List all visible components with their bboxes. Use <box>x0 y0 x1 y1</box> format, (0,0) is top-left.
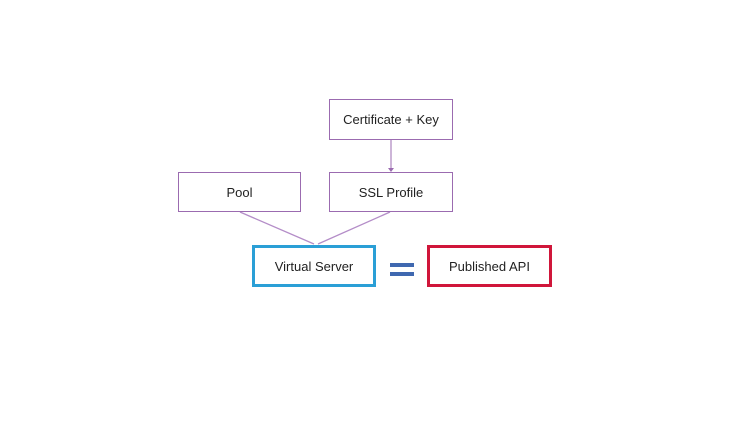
published-api-node: Published API <box>427 245 552 287</box>
node-label: Published API <box>449 258 530 274</box>
arrowhead-icon <box>388 168 394 172</box>
equals-icon-bottom <box>390 272 414 276</box>
equals-icon-top <box>390 263 414 267</box>
virtual-server-node: Virtual Server <box>252 245 376 287</box>
certificate-key-node: Certificate + Key <box>329 99 453 140</box>
edge-pool-to-vs <box>239 211 315 245</box>
node-label: Virtual Server <box>274 258 354 274</box>
node-label: Certificate + Key <box>343 112 439 127</box>
edge-ssl-to-vs <box>317 211 391 245</box>
pool-node: Pool <box>178 172 301 212</box>
node-label: SSL Profile <box>358 184 424 200</box>
node-label: Pool <box>226 184 253 200</box>
ssl-profile-node: SSL Profile <box>329 172 453 212</box>
